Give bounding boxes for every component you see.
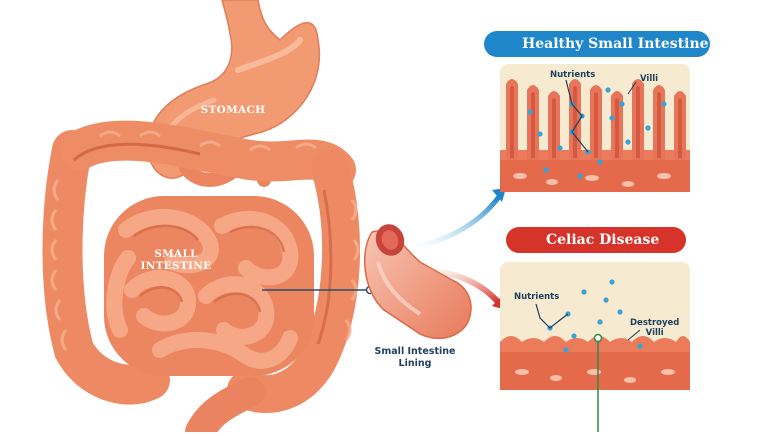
stomach-label: STOMACH xyxy=(200,104,266,116)
nutrient-dot xyxy=(597,159,603,165)
villus-core xyxy=(615,98,619,158)
nutrient-dot xyxy=(603,297,609,303)
villus-core xyxy=(573,86,577,158)
celiac-panel xyxy=(500,262,690,432)
healthy-villi-label: Villi xyxy=(640,74,659,84)
small-intestine-shape xyxy=(104,196,314,376)
lining-tube xyxy=(363,224,472,339)
nutrient-dot xyxy=(645,125,651,131)
nutrient-dot xyxy=(625,139,631,145)
destroyed-villi-label: Destroyed Villi xyxy=(630,318,680,338)
nutrient-dot xyxy=(617,309,623,315)
healthy-nutrients-label: Nutrients xyxy=(550,70,596,80)
large-intestine-label: LARGE INTESTINE xyxy=(156,186,274,198)
nutrient-dot xyxy=(637,343,643,349)
small-intestine-label: SMALL INTESTINE xyxy=(140,248,212,272)
villus-core xyxy=(552,98,556,158)
healthy-header-pill: Healthy Small Intestine xyxy=(484,31,710,57)
healthy-villi xyxy=(506,79,686,160)
nutrient-dot xyxy=(619,101,625,107)
large-intestine-shape xyxy=(42,120,361,436)
healthy-panel xyxy=(500,64,690,192)
nutrient-dot xyxy=(563,347,569,353)
nutrient-dot xyxy=(609,115,615,121)
villus-core xyxy=(531,92,535,158)
nutrient-dot xyxy=(609,279,615,285)
nutrient-dot xyxy=(597,319,603,325)
nutrient-dot xyxy=(605,87,611,93)
villus-core xyxy=(636,86,640,158)
nutrient-dot xyxy=(661,101,667,107)
destroyed-villi-surface xyxy=(500,336,690,352)
nutrient-dot xyxy=(537,131,543,137)
celiac-nutrients-label: Nutrients xyxy=(514,292,560,302)
villus-core xyxy=(510,86,514,158)
villus-core xyxy=(594,92,598,158)
nutrient-dot xyxy=(543,167,549,173)
nutrient-dot xyxy=(581,289,587,295)
nutrient-dot xyxy=(571,333,577,339)
celiac-header-pill: Celiac Disease xyxy=(506,227,686,253)
villus-core xyxy=(657,92,661,158)
celiac-title: Celiac Disease xyxy=(546,232,660,248)
nutrient-dot xyxy=(577,173,583,179)
nutrient-dot xyxy=(527,109,533,115)
nutrient-dot xyxy=(557,145,563,151)
villus-core xyxy=(678,98,682,158)
healthy-title: Healthy Small Intestine xyxy=(522,36,709,52)
arrow-to-healthy xyxy=(409,188,506,251)
lining-label: Small Intestine Lining xyxy=(374,346,456,369)
